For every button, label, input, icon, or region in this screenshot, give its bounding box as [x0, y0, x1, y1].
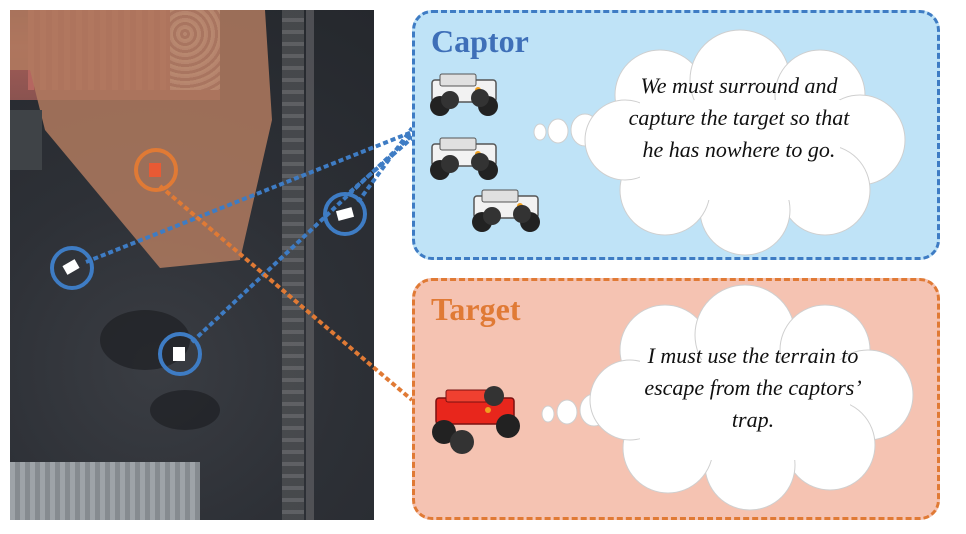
aerial-scene [10, 10, 374, 520]
captor-title: Captor [431, 23, 529, 59]
ground-stain [100, 310, 190, 370]
wall [282, 10, 304, 520]
target-title: Target [431, 291, 521, 327]
roof-bottom [10, 462, 200, 520]
target-thought-text: I must use the terrain to escape from th… [644, 343, 862, 432]
captor-thought-text: We must surround and capture the target … [628, 73, 850, 162]
ground-stain [150, 390, 220, 430]
rail [306, 10, 314, 520]
crate [10, 110, 42, 170]
sand-zone [10, 10, 272, 268]
